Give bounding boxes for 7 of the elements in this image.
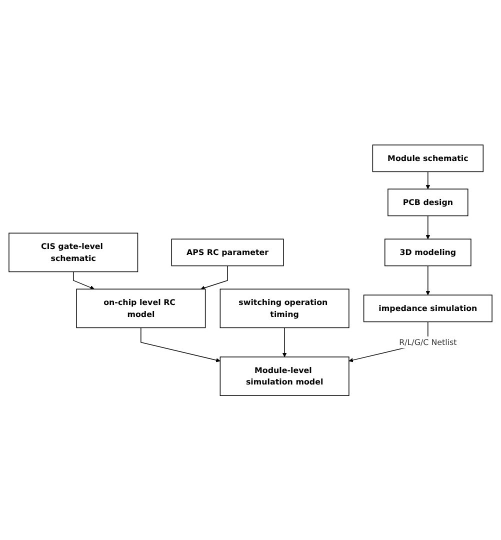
arrow bbox=[200, 265, 228, 290]
arrow bbox=[426, 265, 430, 295]
arrow bbox=[282, 327, 287, 357]
arrow bbox=[72, 271, 94, 290]
arrow bbox=[426, 215, 430, 239]
arrow bbox=[426, 171, 430, 189]
arrow bbox=[140, 327, 220, 362]
